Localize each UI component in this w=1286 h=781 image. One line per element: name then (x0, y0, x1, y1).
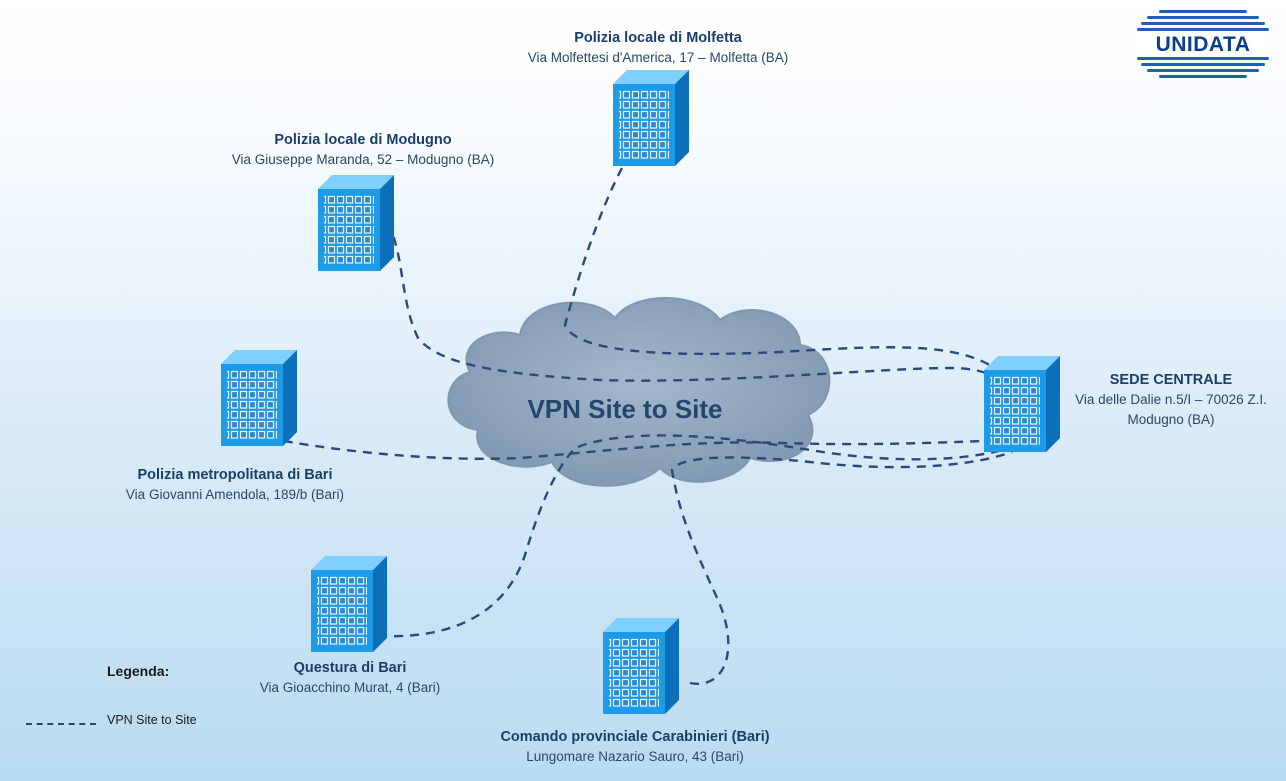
vpn-cloud: VPN Site to Site (447, 297, 831, 487)
legend-dashed-line-icon (26, 723, 96, 725)
site-questura-label: Questura di Bari Via Gioacchino Murat, 4… (225, 658, 475, 698)
building-modugno-icon (318, 175, 394, 271)
logo-stripes-icon (1137, 10, 1269, 78)
building-molfetta-icon (613, 70, 689, 166)
site-bari-metro-label: Polizia metropolitana di Bari Via Giovan… (95, 465, 375, 505)
site-title: Comando provinciale Carabinieri (Bari) (500, 729, 770, 745)
cloud-label: VPN Site to Site (527, 394, 722, 424)
legend-item: VPN Site to Site (107, 713, 197, 727)
link-questura (377, 434, 1011, 638)
site-title: Polizia metropolitana di Bari (137, 467, 333, 483)
site-title: Questura di Bari (293, 660, 407, 676)
building-carabinieri-icon (603, 618, 679, 714)
site-title: SEDE CENTRALE (1109, 372, 1233, 388)
unidata-logo: UNIDATA (1137, 8, 1269, 80)
site-address: Via Giovanni Amendola, 189/b (Bari) (125, 487, 345, 502)
site-address-line2: Modugno (BA) (1127, 412, 1215, 427)
building-questura-icon (311, 556, 387, 652)
link-modugno (386, 221, 1009, 393)
legend-title: Legenda: (107, 663, 170, 679)
site-address: Via Giuseppe Maranda, 52 – Modugno (BA) (231, 152, 495, 167)
site-title: Polizia locale di Modugno (274, 132, 452, 148)
logo-text: UNIDATA (1137, 33, 1269, 57)
link-bari-metro (267, 436, 1013, 460)
site-molfetta-label: Polizia locale di Molfetta Via Molfettes… (500, 28, 816, 68)
site-address: Via Gioacchino Murat, 4 (Bari) (259, 680, 441, 695)
link-carabinieri (670, 450, 1013, 685)
site-modugno-label: Polizia locale di Modugno Via Giuseppe M… (205, 130, 521, 170)
vpn-links (267, 167, 1013, 685)
building-bari-metro-icon (221, 350, 297, 446)
site-sede-label: SEDE CENTRALE Via delle Dalie n.5/I – 70… (1058, 370, 1284, 430)
site-carabinieri-label: Comando provinciale Carabinieri (Bari) L… (470, 727, 800, 767)
link-molfetta (563, 167, 1001, 373)
site-address: Via Molfettesi d'America, 17 – Molfetta … (527, 50, 789, 65)
site-address-line1: Via delle Dalie n.5/I – 70026 Z.I. (1075, 392, 1267, 407)
site-address: Lungomare Nazario Sauro, 43 (Bari) (526, 749, 744, 764)
building-sede-icon (984, 356, 1060, 452)
site-title: Polizia locale di Molfetta (574, 30, 742, 46)
